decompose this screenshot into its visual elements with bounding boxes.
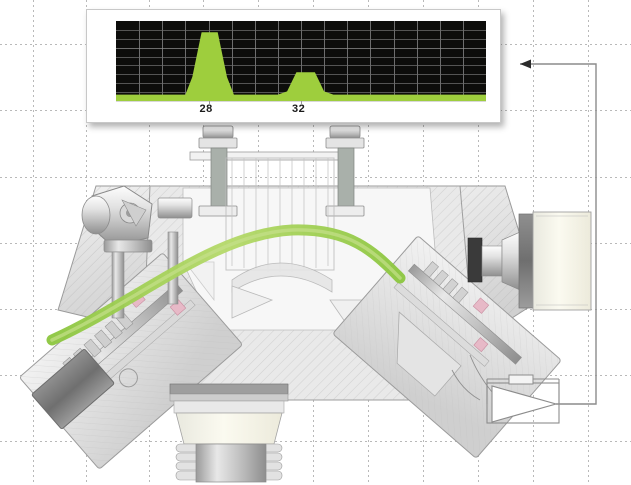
axis-tick-label-28: 28 [199,103,213,115]
plot-gridline-vertical [162,21,163,101]
plot-gridline-horizontal [116,39,486,40]
plot-gridline-vertical [185,21,186,101]
plot-gridline-vertical [463,21,464,101]
mass-spectrum-readout[interactable]: 28 32 [86,9,501,123]
source-flange-valve [81,185,193,319]
turbomolecular-pump [169,383,289,483]
spectrum-trace [116,32,486,101]
plot-gridline-vertical [394,21,395,101]
plot-gridline-vertical [440,21,441,101]
axis-tick-mark [208,101,210,104]
plot-gridline-vertical [255,21,256,101]
plot-gridline-horizontal [116,65,486,66]
axis-tick-mark [301,101,302,104]
axis-tick-label-32: 32 [292,103,306,115]
plot-gridline-horizontal [116,57,486,58]
plot-gridline-horizontal [116,48,486,49]
plot-gridline-vertical [347,21,348,101]
plot-gridline-vertical [232,21,233,101]
plot-gridline-vertical [370,21,371,101]
spectrum-plot-area [116,21,486,101]
ion-beam-path [46,224,406,346]
pole-shoe [231,262,333,293]
plot-gridline-vertical [324,21,325,101]
plot-gridline-vertical [139,21,140,101]
plot-gridline-horizontal [116,30,486,31]
plot-gridline-vertical [278,21,279,101]
flight-tube [225,157,335,272]
magnet-pole-bolts [189,125,365,217]
plot-gridline-vertical [301,21,302,101]
plot-gridline-vertical [417,21,418,101]
